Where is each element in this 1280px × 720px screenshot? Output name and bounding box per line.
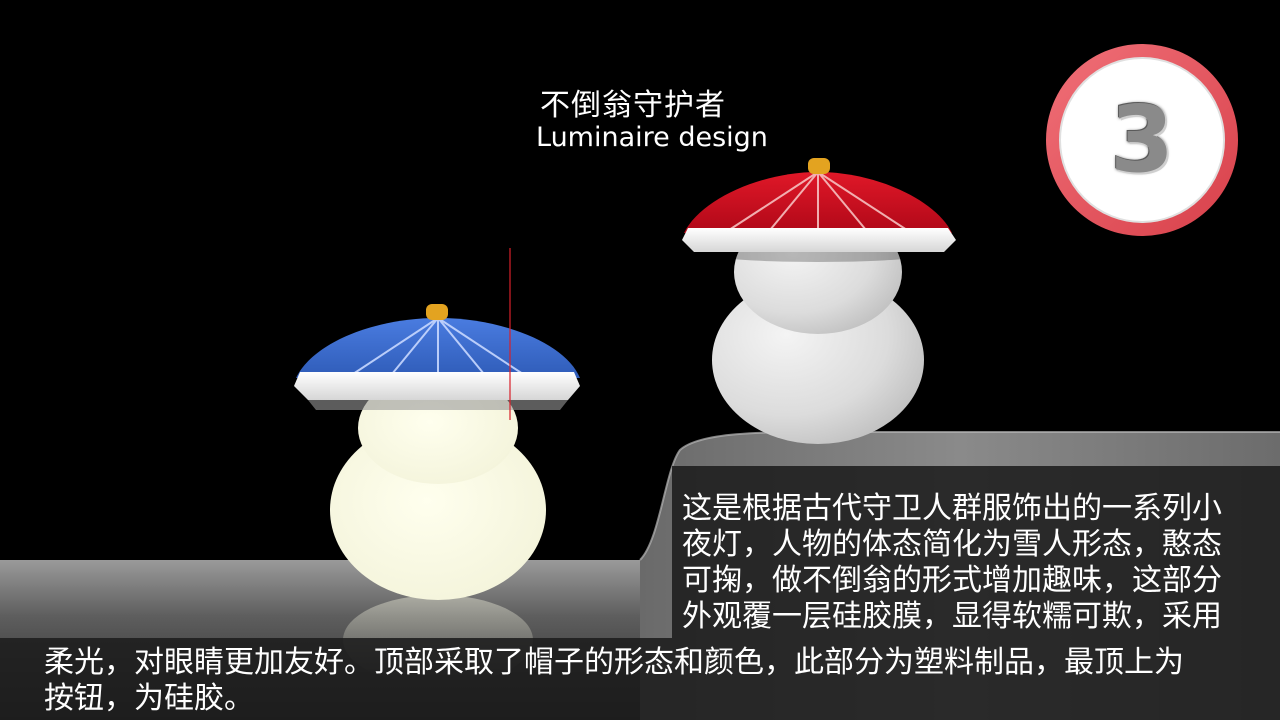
number-badge: 3: [1044, 42, 1240, 238]
description-line: 夜灯，人物的体态简化为雪人形态，憨态: [682, 527, 1222, 562]
title-english: Luminaire design: [536, 122, 768, 153]
description-line: 柔光，对眼睛更加友好。顶部采取了帽子的形态和颜色，此部分为塑料制品，最顶上为: [44, 645, 1184, 680]
red-hat-lamp: [682, 158, 956, 444]
blue-hat-lamp: [294, 304, 580, 600]
badge-ring: [1046, 44, 1238, 236]
description-line: 按钮，为硅胶。: [44, 681, 254, 716]
description-right-block: 这是根据古代守卫人群服饰出的一系列小 夜灯，人物的体态简化为雪人形态，憨态 可掬…: [682, 491, 1262, 635]
description-line: 这是根据古代守卫人群服饰出的一系列小: [682, 491, 1222, 526]
title-chinese: 不倒翁守护者: [540, 88, 726, 123]
description-line: 外观覆一层硅胶膜，显得软糯可欺，采用: [682, 599, 1222, 634]
badge-number: 3: [1109, 86, 1174, 193]
text-panel: [0, 466, 1280, 720]
description-line: 可掬，做不倒翁的形式增加趣味，这部分: [682, 563, 1222, 598]
description-bottom-block: 柔光，对眼睛更加友好。顶部采取了帽子的形态和颜色，此部分为塑料制品，最顶上为 按…: [44, 645, 1264, 717]
